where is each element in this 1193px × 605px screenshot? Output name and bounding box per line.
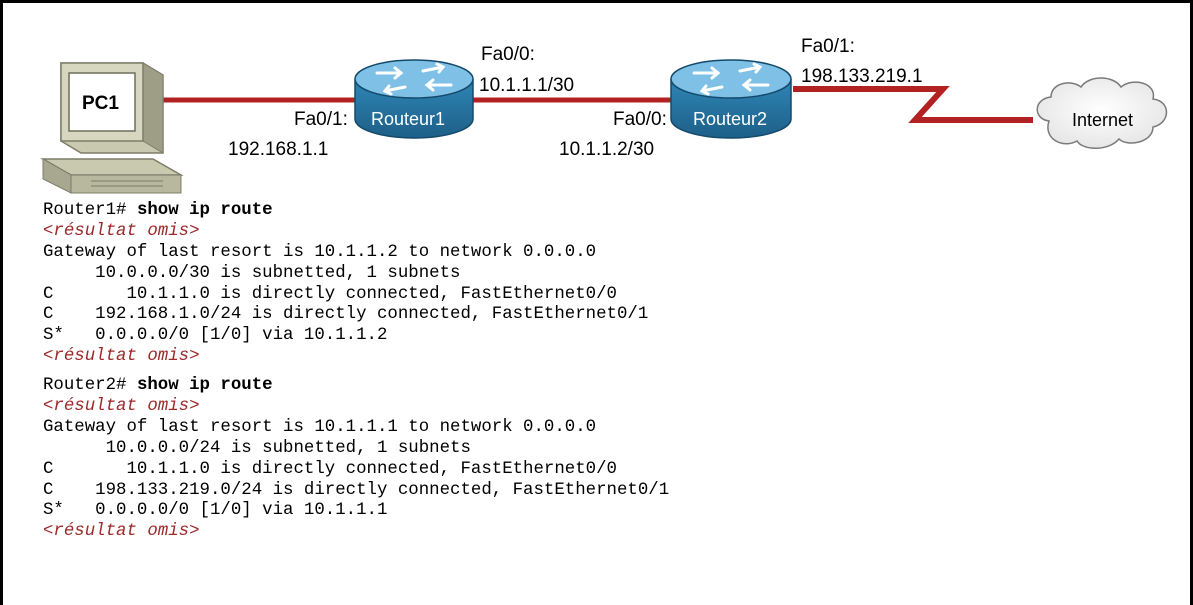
router2-command-line: Router2# show ip route xyxy=(43,376,669,397)
router2-prompt: Router2# xyxy=(43,376,137,396)
route-line: C 192.168.1.0/24 is directly connected, … xyxy=(43,305,649,325)
r2-fa01-name-label: Fa0/1: xyxy=(801,36,855,57)
route-line: Gateway of last resort is 10.1.1.1 to ne… xyxy=(43,417,597,437)
omitted-output-note: <résultat omis> xyxy=(43,397,200,417)
omitted-output-note: <résultat omis> xyxy=(43,522,200,542)
omitted-output-note: <résultat omis> xyxy=(43,347,200,367)
router1-command: show ip route xyxy=(136,201,273,220)
network-topology xyxy=(40,59,1168,194)
r1-fa00-name-label: Fa0/0: xyxy=(481,44,535,65)
serial-link-routeur2-internet xyxy=(793,86,1033,123)
console-output: Router1# show ip route <résultat omis> G… xyxy=(43,201,669,543)
internet-label: Internet xyxy=(1072,110,1134,130)
route-line: C 10.1.1.0 is directly connected, FastEt… xyxy=(43,459,617,479)
route-line: C 10.1.1.0 is directly connected, FastEt… xyxy=(43,284,617,304)
r2-fa00-ip-label: 10.1.1.2/30 xyxy=(559,139,655,160)
route-line: S* 0.0.0.0/0 [1/0] via 10.1.1.2 xyxy=(43,326,388,346)
route-line: S* 0.0.0.0/0 [1/0] via 10.1.1.1 xyxy=(43,501,388,521)
route-line: C 198.133.219.0/24 is directly connected… xyxy=(43,480,670,500)
pc-icon xyxy=(40,62,184,194)
r1-fa01-ip-label: 192.168.1.1 xyxy=(228,139,329,160)
pc1-label: PC1 xyxy=(82,93,119,114)
router1-command-line: Router1# show ip route xyxy=(43,201,669,222)
router-icon xyxy=(670,59,792,139)
r2-fa00-name-label: Fa0/0: xyxy=(613,109,667,130)
routeur1-label: Routeur1 xyxy=(371,109,446,129)
route-line: 10.0.0.0/30 is subnetted, 1 subnets xyxy=(43,263,461,283)
route-line: Gateway of last resort is 10.1.1.2 to ne… xyxy=(43,242,597,262)
omitted-output-note: <résultat omis> xyxy=(43,221,200,241)
router1-prompt: Router1# xyxy=(43,201,137,220)
router-icon xyxy=(354,59,474,139)
routeur2-label: Routeur2 xyxy=(693,109,768,129)
route-line: 10.0.0.0/24 is subnetted, 1 subnets xyxy=(43,438,471,458)
r1-fa01-name-label: Fa0/1: xyxy=(294,109,348,130)
cloud-icon xyxy=(1036,77,1168,149)
router2-command: show ip route xyxy=(136,376,273,396)
r2-fa01-ip-label: 198.133.219.1 xyxy=(801,66,923,87)
r1-fa00-ip-label: 10.1.1.1/30 xyxy=(479,75,575,96)
